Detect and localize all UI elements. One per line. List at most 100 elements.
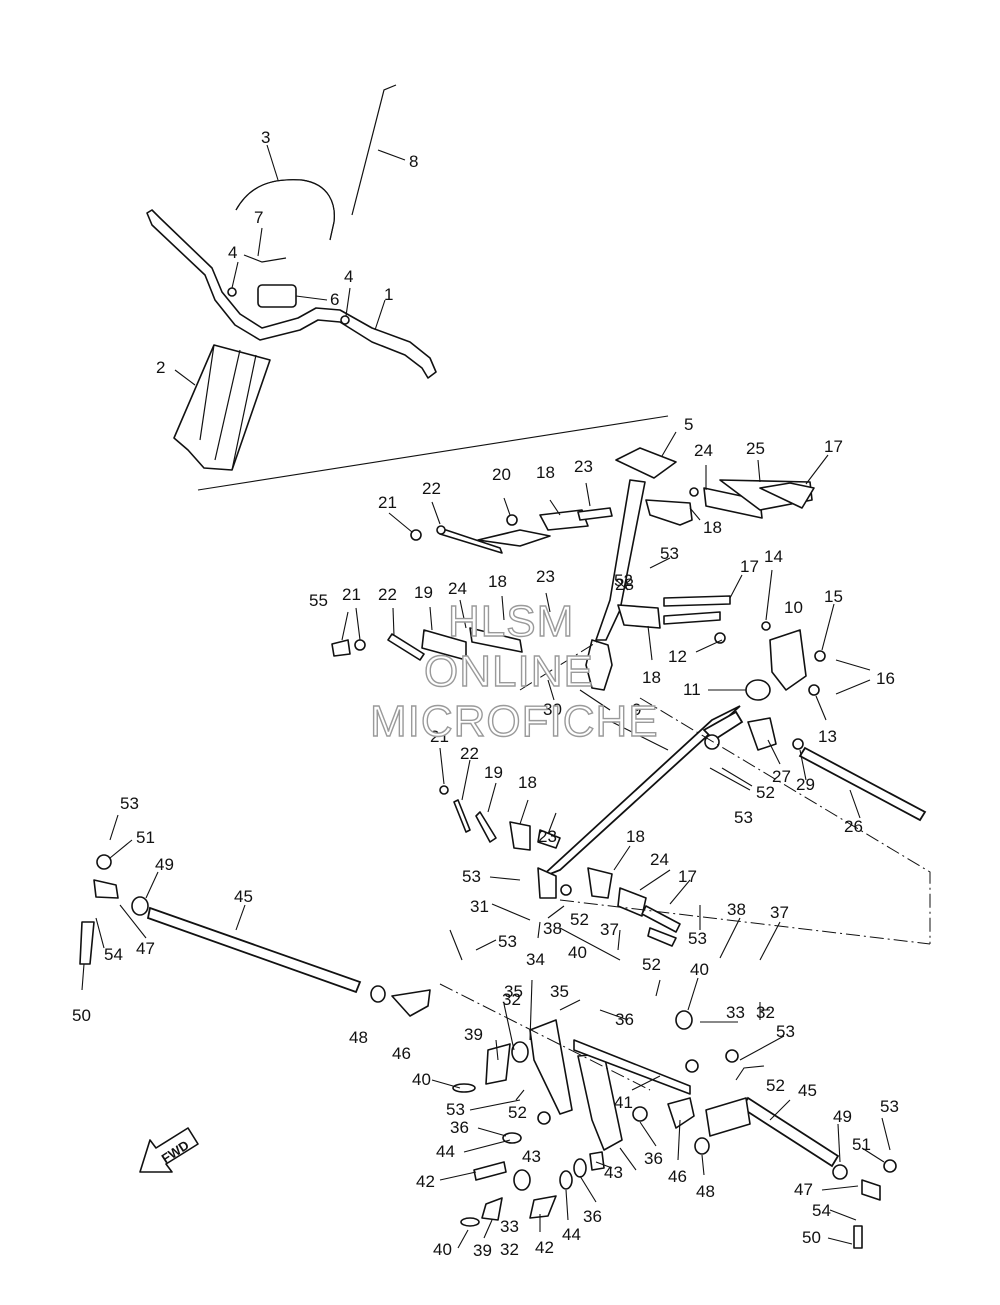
callout: 40 bbox=[568, 943, 587, 962]
callout: 6 bbox=[330, 290, 339, 309]
callout: 44 bbox=[436, 1142, 455, 1161]
callout: 37 bbox=[770, 903, 789, 922]
callout: 32 bbox=[500, 1240, 519, 1259]
callout: 10 bbox=[784, 598, 803, 617]
callout: 40 bbox=[412, 1070, 431, 1089]
callout: 48 bbox=[349, 1028, 368, 1047]
callout: 5 bbox=[684, 415, 693, 434]
callout: 53 bbox=[462, 867, 481, 886]
drag-link-45-left bbox=[146, 906, 362, 994]
callout: 52 bbox=[766, 1076, 785, 1095]
callout: 17 bbox=[824, 437, 843, 456]
callout: 38 bbox=[727, 900, 746, 919]
callout: 38 bbox=[543, 919, 562, 938]
bushing-11 bbox=[745, 679, 771, 701]
bolt-4a bbox=[227, 287, 237, 297]
callout: 53 bbox=[880, 1097, 899, 1116]
callout: 36 bbox=[583, 1207, 602, 1226]
callout: 22 bbox=[460, 744, 479, 763]
callout: 26 bbox=[844, 817, 863, 836]
callout: 53 bbox=[120, 794, 139, 813]
callout: 22 bbox=[422, 479, 441, 498]
callout: 55 bbox=[309, 591, 328, 610]
watermark-line-3: MICROFICHE bbox=[370, 697, 659, 746]
callout: 7 bbox=[254, 208, 263, 227]
callout: 28 bbox=[615, 575, 634, 594]
upper-linkage bbox=[410, 479, 815, 554]
callout: 23 bbox=[574, 457, 593, 476]
callout: 31 bbox=[470, 897, 489, 916]
callout: 42 bbox=[416, 1172, 435, 1191]
bolt-4b bbox=[340, 315, 350, 325]
callout: 53 bbox=[446, 1100, 465, 1119]
callout: 50 bbox=[802, 1228, 821, 1247]
pitman-arm-assembly bbox=[370, 985, 739, 1227]
callout: 53 bbox=[776, 1022, 795, 1041]
brake-hose bbox=[235, 179, 335, 241]
callout: 53 bbox=[498, 932, 517, 951]
callout: 47 bbox=[794, 1180, 813, 1199]
callout: 3 bbox=[261, 128, 270, 147]
drag-link-45-right bbox=[740, 1096, 840, 1168]
callout: 35 bbox=[504, 982, 523, 1001]
callout: 4 bbox=[344, 267, 353, 286]
callout: 24 bbox=[448, 579, 467, 598]
callout: 17 bbox=[678, 867, 697, 886]
callout: 18 bbox=[703, 518, 722, 537]
callout: 52 bbox=[642, 955, 661, 974]
callout: 13 bbox=[818, 727, 837, 746]
bracket-10 bbox=[769, 629, 807, 691]
callout: 25 bbox=[746, 439, 765, 458]
callout: 43 bbox=[522, 1147, 541, 1166]
callout: 15 bbox=[824, 587, 843, 606]
column-bracket bbox=[645, 499, 693, 526]
handlebar-pad bbox=[173, 344, 271, 471]
callout: 4 bbox=[228, 243, 237, 262]
callout: 22 bbox=[378, 585, 397, 604]
watermark-line-2: ONLINE bbox=[424, 647, 594, 696]
callout: 46 bbox=[668, 1167, 687, 1186]
lower-linkage bbox=[439, 785, 681, 947]
callout: 24 bbox=[694, 441, 713, 460]
callout: 30 bbox=[543, 700, 562, 719]
callout: 48 bbox=[696, 1182, 715, 1201]
callout: 34 bbox=[526, 950, 545, 969]
callout: 36 bbox=[644, 1149, 663, 1168]
callout: 53 bbox=[660, 544, 679, 563]
callout: 21 bbox=[378, 493, 397, 512]
leader-lines bbox=[81, 144, 891, 1249]
callout: 35 bbox=[550, 982, 569, 1001]
rod-end-55 bbox=[331, 639, 351, 657]
callout: 47 bbox=[136, 939, 155, 958]
callout: 45 bbox=[234, 887, 253, 906]
callout: 1 bbox=[384, 285, 393, 304]
callout: 21 bbox=[430, 727, 449, 746]
fwd-plate bbox=[705, 1097, 751, 1137]
callout: 46 bbox=[392, 1044, 411, 1063]
fwd-arrow-icon: FWD bbox=[139, 1127, 199, 1173]
callout: 49 bbox=[155, 855, 174, 874]
watermark: HLSM ONLINE MICROFICHE bbox=[369, 596, 659, 746]
callout: 51 bbox=[136, 828, 155, 847]
callout: 12 bbox=[668, 647, 687, 666]
handlebar-assembly bbox=[146, 84, 437, 471]
callout: 18 bbox=[488, 572, 507, 591]
clamp-bracket bbox=[243, 254, 287, 263]
callout: 45 bbox=[798, 1081, 817, 1100]
reference-lines bbox=[197, 415, 931, 1091]
callout: 18 bbox=[536, 463, 555, 482]
callout: 20 bbox=[492, 465, 511, 484]
callout: 44 bbox=[562, 1225, 581, 1244]
callout-labels: 1 2 3 4 4 5 6 7 8 9 10 11 12 13 14 15 16… bbox=[72, 128, 899, 1260]
callout: 39 bbox=[464, 1025, 483, 1044]
callout: 14 bbox=[764, 547, 783, 566]
shaft-26 bbox=[798, 746, 927, 822]
callout: 39 bbox=[473, 1241, 492, 1260]
column-shaft bbox=[595, 479, 646, 641]
callout: 29 bbox=[796, 775, 815, 794]
callout: 23 bbox=[538, 827, 557, 846]
callout: 37 bbox=[600, 920, 619, 939]
callout: 24 bbox=[650, 850, 669, 869]
